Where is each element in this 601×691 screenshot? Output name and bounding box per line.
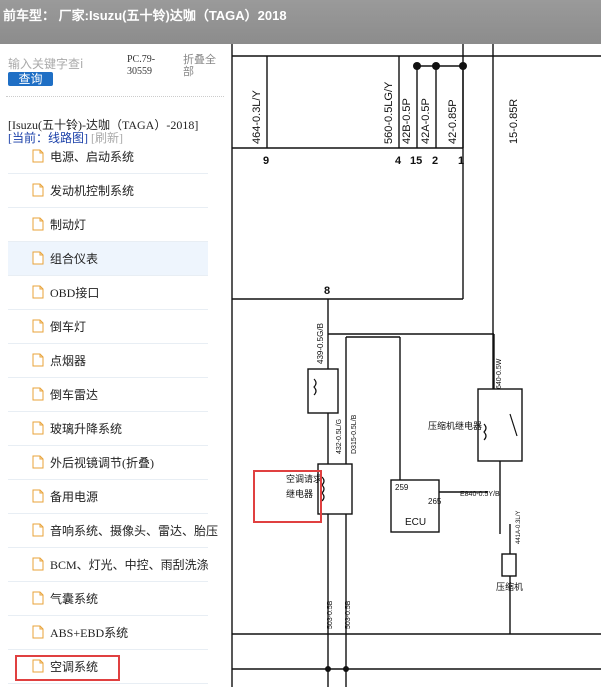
ecu-pin-label: 265: [428, 497, 442, 506]
menu-item-label: BCM、灯光、中控、雨刮洗涤: [50, 558, 209, 572]
menu-item[interactable]: 电源、启动系统: [8, 140, 208, 174]
query-button[interactable]: 查询: [8, 72, 53, 86]
highlight-box-ac-relay: [253, 470, 322, 523]
menu-item[interactable]: BCM、灯光、中控、雨刮洗涤: [8, 548, 209, 582]
document-icon: [32, 523, 44, 537]
document-icon: [32, 489, 44, 503]
menu-item[interactable]: 玻璃升降系统: [8, 412, 208, 446]
document-icon: [32, 251, 44, 265]
menu-item-label: 气囊系统: [50, 592, 99, 606]
menu-item-label: 倒车灯: [50, 320, 87, 334]
wire-label: 439-0.5G/B: [316, 323, 325, 364]
menu-item[interactable]: 音响系统、摄像头、雷达、胎压: [8, 514, 218, 548]
menu-item-label: 音响系统、摄像头、雷达、胎压: [50, 524, 219, 538]
wire-label: 560-0.5LG/Y: [383, 81, 395, 144]
system-menu: 电源、启动系统发动机控制系统制动灯组合仪表 OBD接口倒车灯点烟器倒车雷达玻璃升降…: [8, 140, 218, 684]
wire-label: 42-0.85P: [447, 99, 459, 144]
document-icon: [32, 591, 44, 605]
pin-label: 4: [395, 155, 402, 167]
document-icon: [32, 183, 44, 197]
menu-item[interactable]: 外后视镜调节(折叠): [8, 446, 208, 480]
refresh-link[interactable]: [刷新]: [91, 131, 123, 145]
document-icon: [32, 285, 44, 299]
vehicle-title: 前车型： 厂家:Isuzu(五十铃)达咖（TAGA）2018: [3, 8, 287, 23]
document-icon: [32, 149, 44, 163]
current-label: [当前：线路图]: [8, 131, 88, 145]
menu-item-label: OBD接口: [50, 286, 100, 300]
menu-item[interactable]: ABS+EBD系统: [8, 616, 208, 650]
document-icon: [32, 319, 44, 333]
pin-label: 8: [324, 285, 330, 297]
pin-label: 9: [263, 155, 269, 167]
pin-label: 15: [410, 155, 422, 167]
menu-item-label: 玻璃升降系统: [50, 422, 123, 436]
document-icon: [32, 659, 44, 673]
wire-label: E840-0.5Y/B: [460, 491, 500, 498]
menu-item-label: 发动机控制系统: [50, 184, 135, 198]
document-icon: [32, 455, 44, 469]
wire-label: 441A-0.3L/Y: [516, 511, 522, 544]
menu-item[interactable]: 组合仪表: [8, 242, 208, 276]
menu-item[interactable]: 倒车灯: [8, 310, 208, 344]
menu-item[interactable]: 制动灯: [8, 208, 208, 242]
left-panel: 查询 PC.79-30559 折叠全部 [Isuzu(五十铃)-达咖（TAGA）…: [0, 44, 230, 687]
menu-item-label: 外后视镜调节(折叠): [50, 456, 154, 470]
menu-item[interactable]: 倒车雷达: [8, 378, 208, 412]
pc-code: PC.79-30559: [127, 54, 156, 77]
wire-label: 42A-0.5P: [420, 98, 432, 144]
menu-item-label: 备用电源: [50, 490, 99, 504]
document-icon: [32, 217, 44, 231]
menu-item[interactable]: 空调系统: [8, 650, 208, 684]
wire-label: 432-0.5L/G: [336, 419, 343, 454]
wire-label: 15-0.85R: [508, 99, 520, 144]
pin-label: 1: [458, 155, 464, 167]
menu-item-label: 点烟器: [50, 354, 87, 368]
wire-label: 503-0.5B: [327, 600, 334, 629]
document-icon: [32, 421, 44, 435]
ecu-label: ECU: [405, 517, 426, 528]
wire-label: 640-0.5W: [496, 358, 503, 389]
fold-all-link[interactable]: 折叠全部: [183, 54, 216, 78]
document-icon: [32, 387, 44, 401]
wire-label: D315-0.5L/B: [351, 414, 358, 454]
diagram-svg: 464-0.3L/Y 560-0.5LG/Y 42B-0.5P 42A-0.5P 42-…: [231, 44, 601, 687]
menu-item-label: 电源、启动系统: [50, 150, 135, 164]
menu-item[interactable]: 发动机控制系统: [8, 174, 208, 208]
menu-item[interactable]: 点烟器: [8, 344, 208, 378]
highlight-box-menu: [15, 655, 120, 681]
current-view: [当前：线路图] [刷新]: [8, 129, 123, 146]
model-breadcrumb: [Isuzu(五十铃)-达咖（TAGA）-2018]: [8, 118, 199, 132]
search-input[interactable]: [8, 56, 120, 72]
compressor-label: 压缩机: [496, 581, 523, 592]
ecu-pin-label: 259: [395, 483, 409, 492]
wire-label: 42B-0.5P: [401, 98, 413, 144]
wiring-diagram[interactable]: 464-0.3L/Y 560-0.5LG/Y 42B-0.5P 42A-0.5P 42-…: [230, 44, 601, 687]
divider: [6, 96, 224, 97]
pin-label: 2: [432, 155, 438, 167]
title-bar: 前车型： 厂家:Isuzu(五十铃)达咖（TAGA）2018: [0, 0, 601, 44]
document-icon: [32, 625, 44, 639]
compressor-relay-label: 压缩机继电器: [428, 420, 482, 431]
document-icon: [32, 353, 44, 367]
menu-item-label: 倒车雷达: [50, 388, 99, 402]
menu-item-label: 组合仪表: [50, 252, 99, 266]
menu-item-label: 制动灯: [50, 218, 87, 232]
ac-relay-label-1: 空调请求: [286, 473, 322, 484]
wire-label: 503-0.5B: [345, 600, 352, 629]
ac-relay-label-2: 继电器: [286, 488, 313, 499]
wire-label: 464-0.3L/Y: [251, 90, 263, 144]
menu-item[interactable]: 气囊系统: [8, 582, 208, 616]
menu-item-label: 空调系统: [50, 660, 99, 674]
document-icon: [32, 557, 44, 571]
menu-item[interactable]: 备用电源: [8, 480, 208, 514]
menu-item-label: ABS+EBD系统: [50, 626, 129, 640]
menu-item[interactable]: OBD接口: [8, 276, 208, 310]
